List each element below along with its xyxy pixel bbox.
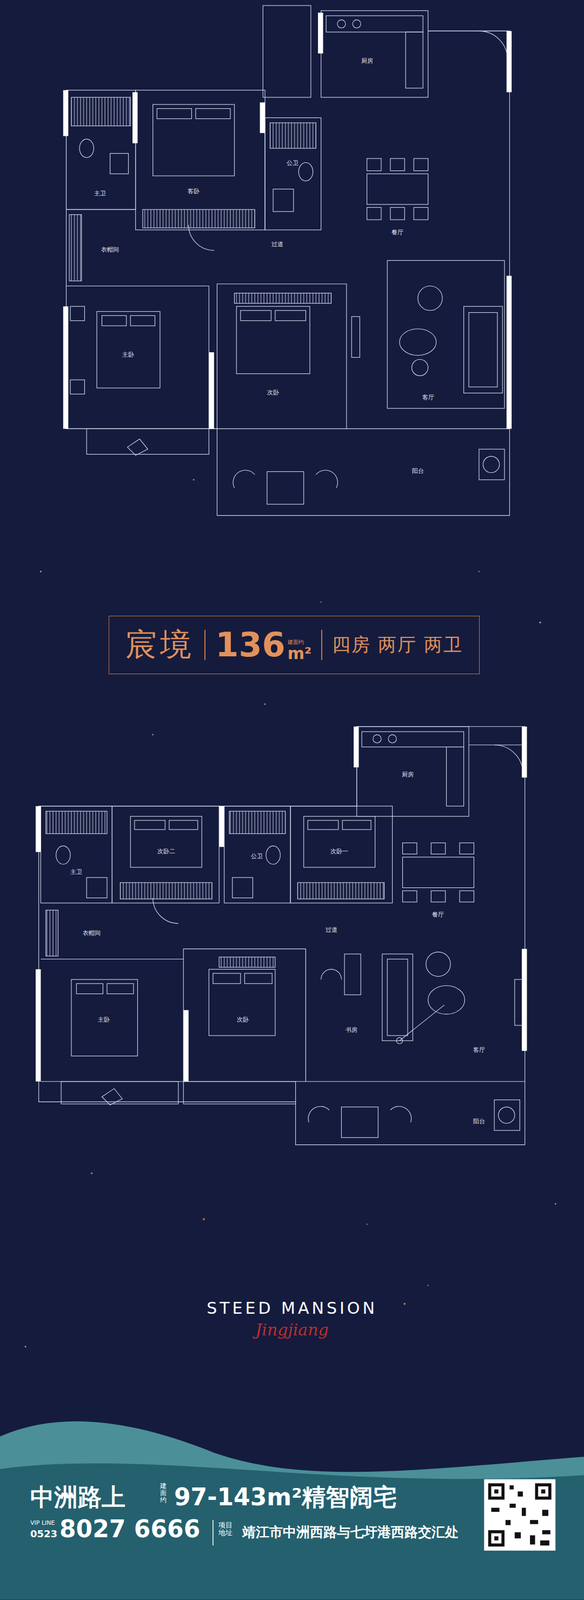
room-label: 餐厅	[430, 910, 446, 918]
room-label: 厨房	[400, 771, 415, 779]
poster-text: 项目地址	[218, 1520, 233, 1537]
title-text: 136	[215, 627, 285, 662]
room-label: 次卧	[235, 1015, 250, 1023]
room-label: 客厅	[472, 1046, 487, 1054]
title-divider	[204, 629, 206, 660]
poster-text: Jingjiang	[255, 1319, 329, 1339]
room-label: 次卧一	[329, 847, 350, 855]
title-text: m²	[287, 645, 312, 662]
room-label: 衣帽间	[81, 928, 102, 937]
title-band: 宸境 136建面约m² 四房 两厅 两卫	[108, 615, 480, 674]
room-label: 衣帽间	[100, 246, 121, 254]
room-label: 主卫	[93, 190, 108, 198]
room-label: 阳台	[472, 1117, 487, 1125]
title-text: 四房 两厅 两卫	[332, 632, 463, 657]
room-label: 客厅	[421, 393, 436, 401]
room-label: 公卫	[285, 159, 300, 167]
area-group: 136建面约m²	[215, 627, 312, 662]
poster-text: STEED MANSION	[206, 1297, 378, 1317]
room-label: 公卫	[249, 852, 264, 860]
title-text: 宸境	[125, 623, 195, 666]
room-label: 书房	[344, 1025, 359, 1033]
poster-text: 建面约	[160, 1481, 167, 1504]
room-label: 客卧	[186, 188, 201, 196]
poster-text: 靖江市中洲西路与七圩港西路交汇处	[242, 1522, 459, 1541]
poster-text: 97-143m²精智阔宅	[174, 1480, 397, 1513]
poster-text: 8027 6666	[59, 1514, 201, 1542]
title-text: 建面约	[287, 638, 304, 646]
room-label: 过道	[270, 241, 285, 249]
room-label: 厨房	[360, 57, 375, 65]
room-label: 过道	[324, 925, 339, 933]
poster-text: 0523	[30, 1527, 58, 1539]
poster-text: 中洲路上	[30, 1480, 126, 1513]
title-divider	[321, 629, 323, 660]
room-label: 主卫	[69, 867, 84, 875]
room-label: 主卧	[121, 350, 136, 358]
room-label: 餐厅	[390, 228, 405, 236]
unit-column: 建面约m²	[287, 638, 312, 662]
room-label: 次卧	[266, 388, 281, 396]
room-label: 次卧二	[156, 847, 177, 855]
room-label: 阳台	[410, 467, 426, 475]
room-label: 主卧	[96, 1015, 111, 1023]
poster-text: VIP LINE	[30, 1518, 55, 1526]
